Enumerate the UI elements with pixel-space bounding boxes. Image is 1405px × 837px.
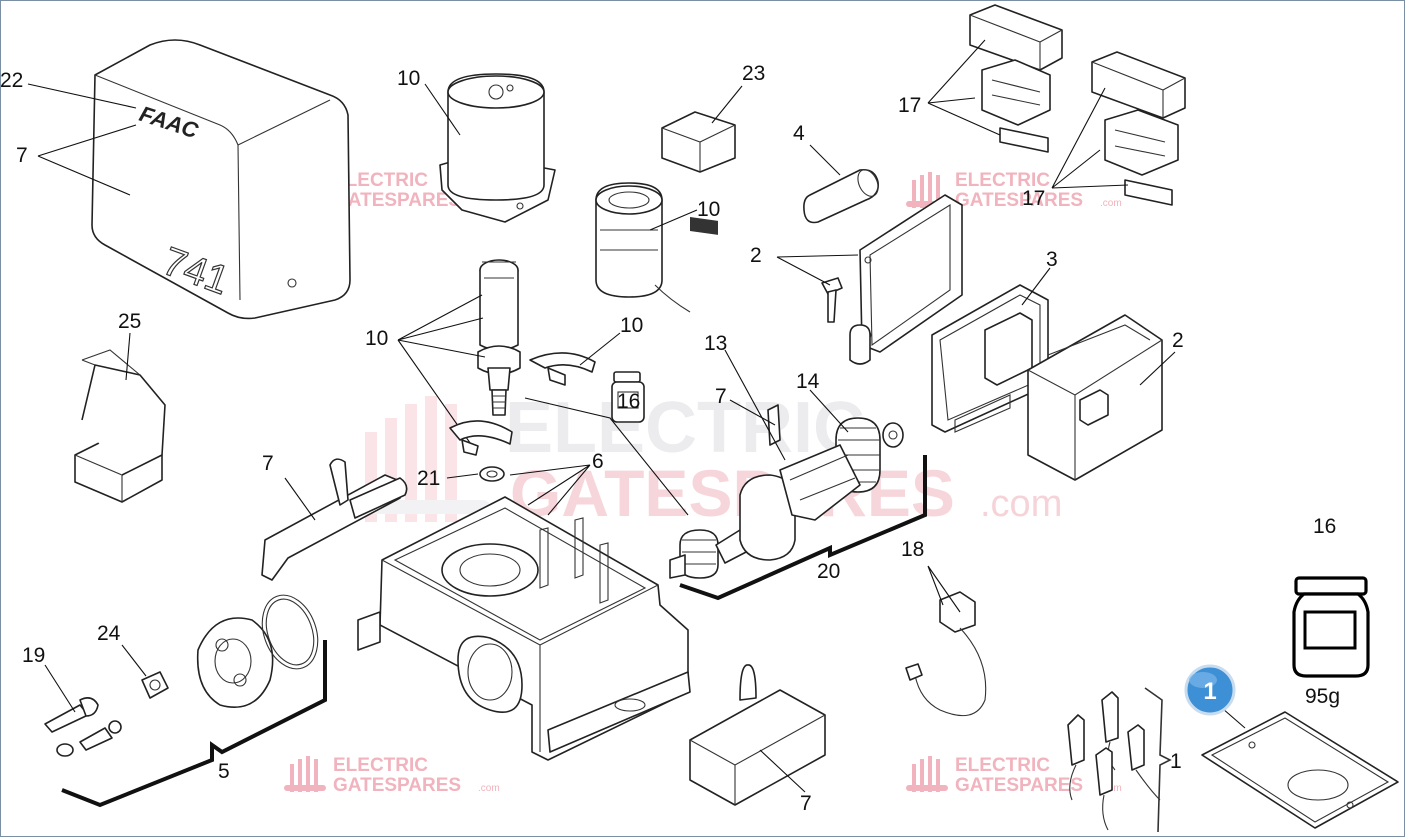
watermark-line1: ELECTRIC [333,755,428,776]
part-20-gear-shaft-assembly [669,444,861,579]
part-4-capacitor [803,168,880,224]
part-17-switch-lower [1091,51,1186,206]
callout-3: 3 [1046,248,1058,271]
part-16-grease-small [611,371,645,423]
callout-7-block: 7 [800,792,812,815]
part-5-release-wheel [196,594,319,709]
part-base-plate [1201,711,1399,829]
badge-number: 1 [1203,678,1216,705]
watermark-small-bottom-left: ELECTRIC GATESPARES .com [284,755,500,796]
watermark-large-line1: ELECTRIC [505,388,865,468]
watermark-line2: GATESPARES [333,190,461,211]
callout-17-upper: 17 [898,94,921,117]
callout-22: 22 [0,69,23,92]
callout-10-rotor: 10 [365,327,388,350]
callout-25: 25 [118,310,141,333]
part-3-control-board [931,284,1049,433]
part-25-box [74,349,166,503]
part-7-lever [261,458,408,581]
part-10-clip [529,352,596,386]
watermark-suffix: .com [478,783,500,794]
watermark-suffix: .com [1100,198,1122,209]
callout-19: 19 [22,644,45,667]
callout-2-box: 2 [1172,329,1184,352]
watermark-large-suffix: .com [980,483,1062,525]
part-21-washer [479,466,505,482]
watermark-line1: ELECTRIC [333,170,428,191]
callout-10-sleeve: 10 [697,198,720,221]
watermark-line2: GATESPARES [955,190,1083,211]
callout-21: 21 [417,467,440,490]
callout-7-gear: 7 [715,385,727,408]
watermark-small-bottom-right: ELECTRIC GATESPARES .com [906,755,1122,796]
part-housing [357,496,691,761]
callout-16-jar: 16 [1313,515,1336,538]
callout-7-cover: 7 [16,144,28,167]
callout-5: 5 [218,760,230,783]
watermark-gate-icon [284,756,326,792]
callout-14: 14 [796,370,820,393]
part-10-washer-clip [449,420,513,456]
watermark-line1: ELECTRIC [955,170,1050,191]
part-1-cable-glands [1067,691,1161,831]
callout-4: 4 [793,122,805,145]
callout-10-motor: 10 [397,67,420,90]
callout-20: 20 [817,560,840,583]
callout-16-small: 16 [617,390,640,413]
callout-24: 24 [97,622,121,645]
callout-7-lever: 7 [262,452,274,475]
part-cover: FAAC 741 [91,39,351,320]
part-19-key [44,697,122,757]
info-badge[interactable]: 1 [1184,664,1236,716]
bracket-5 [61,640,327,808]
part-23-module [661,111,736,235]
watermark-gate-icon [906,756,948,792]
watermark-line2: GATESPARES [955,775,1083,796]
callout-10-clip: 10 [620,314,643,337]
part-7-block [689,664,826,806]
part-10-sleeve [595,182,691,313]
watermark-line2: GATESPARES [333,775,461,796]
part-16-grease-jar [1292,576,1370,678]
part-24-screw [141,671,169,699]
part-motor [439,73,556,223]
part-2-box [1027,314,1163,481]
watermark-small-top-right: ELECTRIC GATESPARES .com [906,170,1122,211]
callout-23: 23 [742,62,765,85]
part-2-board-plate [849,194,963,365]
callout-18: 18 [901,538,924,561]
part-2-bolt [821,277,843,323]
grease-weight: 95g [1305,685,1340,708]
bracket-20 [679,455,927,601]
part-17-switch-upper [969,4,1063,153]
watermark-line1: ELECTRIC [955,755,1050,776]
callout-6: 6 [592,450,604,473]
callout-1: 1 [1170,750,1182,773]
callout-17-lower: 17 [1022,187,1045,210]
part-10-rotor [477,259,521,416]
callout-2-board: 2 [750,244,762,267]
part-18-sensor [905,591,987,717]
callout-13: 13 [704,332,727,355]
